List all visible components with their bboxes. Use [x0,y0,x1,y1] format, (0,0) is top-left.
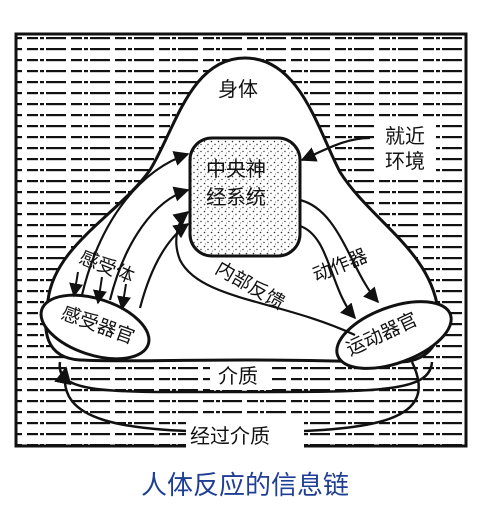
medium-loop-inner [58,361,434,394]
body-label-plate [214,74,272,102]
motor-organ-shape [335,300,453,370]
environment-label-plate [376,120,436,174]
receptor-tick-2 [92,276,107,305]
receptor-tick-1 [69,271,83,298]
internal-feedback-arrow [172,211,356,336]
efferent-arrow-1 [299,198,380,304]
efferent-arrow-2 [299,224,357,320]
afferent-arrow-2 [108,186,190,301]
label-cns-2: 经系统 [206,185,266,209]
environment-input-arrow [300,136,371,162]
receptor-tick-3 [117,283,131,311]
label-body: 身体 [218,77,258,101]
label-medium: 介质 [218,364,258,388]
label-cns-1: 中央神 [206,157,266,181]
cns-box [188,136,302,258]
figure-caption: 人体反应的信息链 [141,471,349,501]
afferent-arrow-3 [138,223,190,309]
medium-label-plate [210,362,272,390]
label-via-medium: 经过介质 [190,424,270,448]
afferent-arrow-1 [80,151,190,296]
via-medium-label-plate [186,422,304,448]
label-environment-2: 环境 [385,149,425,173]
label-environment-1: 就近 [385,124,425,148]
